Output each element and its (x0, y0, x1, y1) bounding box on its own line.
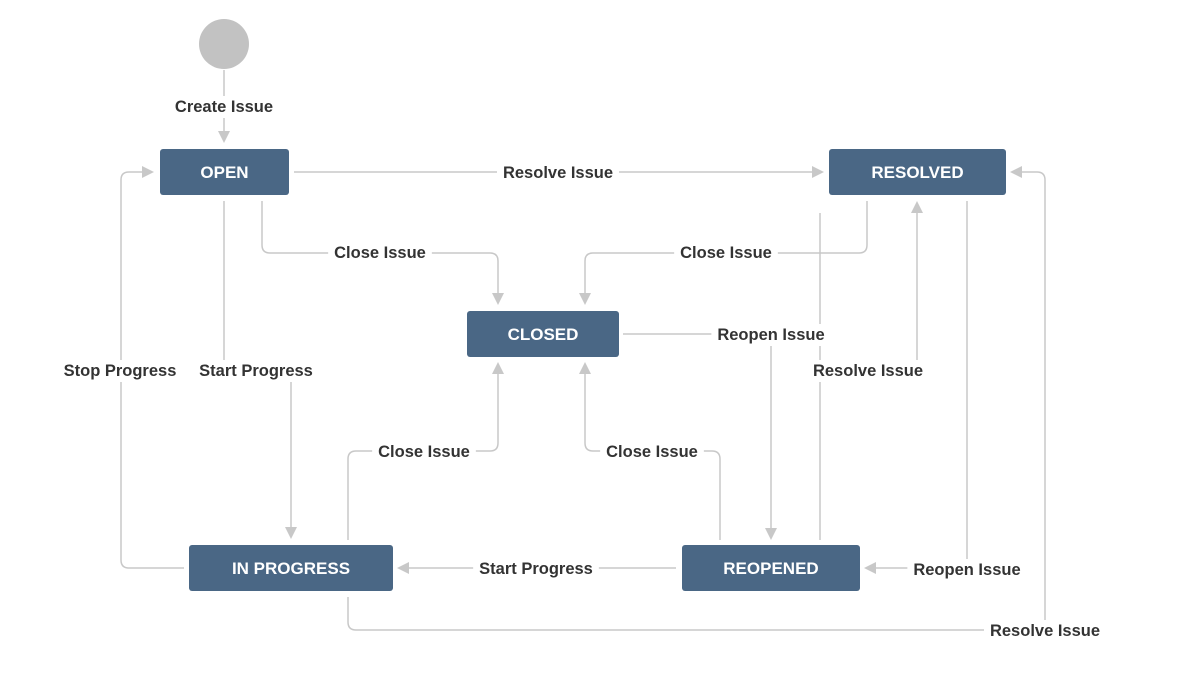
transition-start-progress-bg (193, 360, 319, 382)
transition-reopened-inprogress[interactable]: Start Progress (473, 558, 599, 580)
status-in-progress-box (189, 545, 393, 591)
transition-create-issue-bg (168, 96, 280, 118)
transition-resolved-closed-label: Close Issue (680, 244, 772, 262)
transition-create-issue[interactable]: Create Issue (168, 96, 280, 118)
transition-resolved-reopened-bg (907, 559, 1027, 581)
transition-open-resolved-label: Resolve Issue (503, 164, 613, 182)
status-reopened[interactable]: REOPENED (682, 545, 860, 591)
transition-closed-reopened[interactable]: Reopen Issue (711, 324, 831, 346)
transition-reopened-closed-label: Close Issue (606, 443, 698, 461)
transition-reopened-closed-bg (600, 441, 704, 463)
arrow-resolved-closed (579, 293, 591, 305)
transition-reopened-closed[interactable]: Close Issue (600, 441, 704, 463)
arrow-open-resolved (812, 166, 824, 178)
transition-inprogress-closed-label: Close Issue (378, 443, 470, 461)
arrow-open-inprogress (285, 527, 297, 539)
transition-reopened-inprogress-bg (473, 558, 599, 580)
status-resolved-box (829, 149, 1006, 195)
transition-open-resolved-bg (496, 162, 620, 184)
transition-open-closed-label: Close Issue (334, 244, 426, 262)
status-open-box (160, 149, 289, 195)
arrow-reopened-inprogress (397, 562, 409, 574)
transition-reopened-inprogress-label: Start Progress (479, 560, 593, 578)
arrow-inprogress-closed (492, 362, 504, 374)
transition-resolved-reopened[interactable]: Reopen Issue (907, 559, 1027, 581)
transition-inprogress-resolved-label: Resolve Issue (990, 622, 1100, 640)
arrow-create-issue (218, 131, 230, 143)
status-closed[interactable]: CLOSED (467, 311, 619, 357)
transition-reopened-resolved[interactable]: Resolve Issue (806, 360, 930, 382)
transition-reopened-resolved-label: Resolve Issue (813, 362, 923, 380)
arrow-resolved-reopened (864, 562, 876, 574)
transition-stop-progress-bg (57, 360, 183, 382)
status-closed-box (467, 311, 619, 357)
status-open[interactable]: OPEN (160, 149, 289, 195)
arrow-closed-reopened (765, 528, 777, 540)
status-reopened-box (682, 545, 860, 591)
status-in-progress-label: IN PROGRESS (232, 559, 350, 578)
status-open-label: OPEN (200, 163, 248, 182)
arrow-inprogress-open (142, 166, 154, 178)
transition-resolved-closed[interactable]: Close Issue (674, 242, 778, 264)
status-closed-label: CLOSED (508, 325, 579, 344)
transition-open-closed-bg (328, 242, 432, 264)
transition-stop-progress-label: Stop Progress (64, 362, 177, 380)
start-node (199, 19, 249, 69)
transition-start-progress-label: Start Progress (199, 362, 313, 380)
transition-stop-progress[interactable]: Stop Progress (57, 360, 183, 382)
edge-closed-reopened (623, 333, 772, 528)
arrow-reopened-closed (579, 362, 591, 374)
arrow-reopened-resolved (911, 201, 923, 213)
transition-start-progress[interactable]: Start Progress (193, 360, 319, 382)
transition-inprogress-closed-bg (372, 441, 476, 463)
transition-open-closed[interactable]: Close Issue (328, 242, 432, 264)
status-in-progress[interactable]: IN PROGRESS (189, 545, 393, 591)
transition-inprogress-resolved-bg (983, 620, 1107, 642)
status-reopened-label: REOPENED (723, 559, 818, 578)
transition-closed-reopened-label: Reopen Issue (717, 326, 824, 344)
edge-resolved-reopened (876, 201, 968, 569)
transition-reopened-resolved-bg (806, 360, 930, 382)
arrow-open-closed (492, 293, 504, 305)
transition-inprogress-resolved[interactable]: Resolve Issue (983, 620, 1107, 642)
transition-resolved-closed-bg (674, 242, 778, 264)
transition-open-resolved[interactable]: Resolve Issue (496, 162, 620, 184)
status-resolved[interactable]: RESOLVED (829, 149, 1006, 195)
transition-resolved-reopened-label: Reopen Issue (913, 561, 1020, 579)
transition-create-issue-label: Create Issue (175, 98, 273, 116)
arrow-inprogress-resolved (1010, 166, 1022, 178)
transition-inprogress-closed[interactable]: Close Issue (372, 441, 476, 463)
transition-closed-reopened-bg (711, 324, 831, 346)
status-resolved-label: RESOLVED (871, 163, 963, 182)
